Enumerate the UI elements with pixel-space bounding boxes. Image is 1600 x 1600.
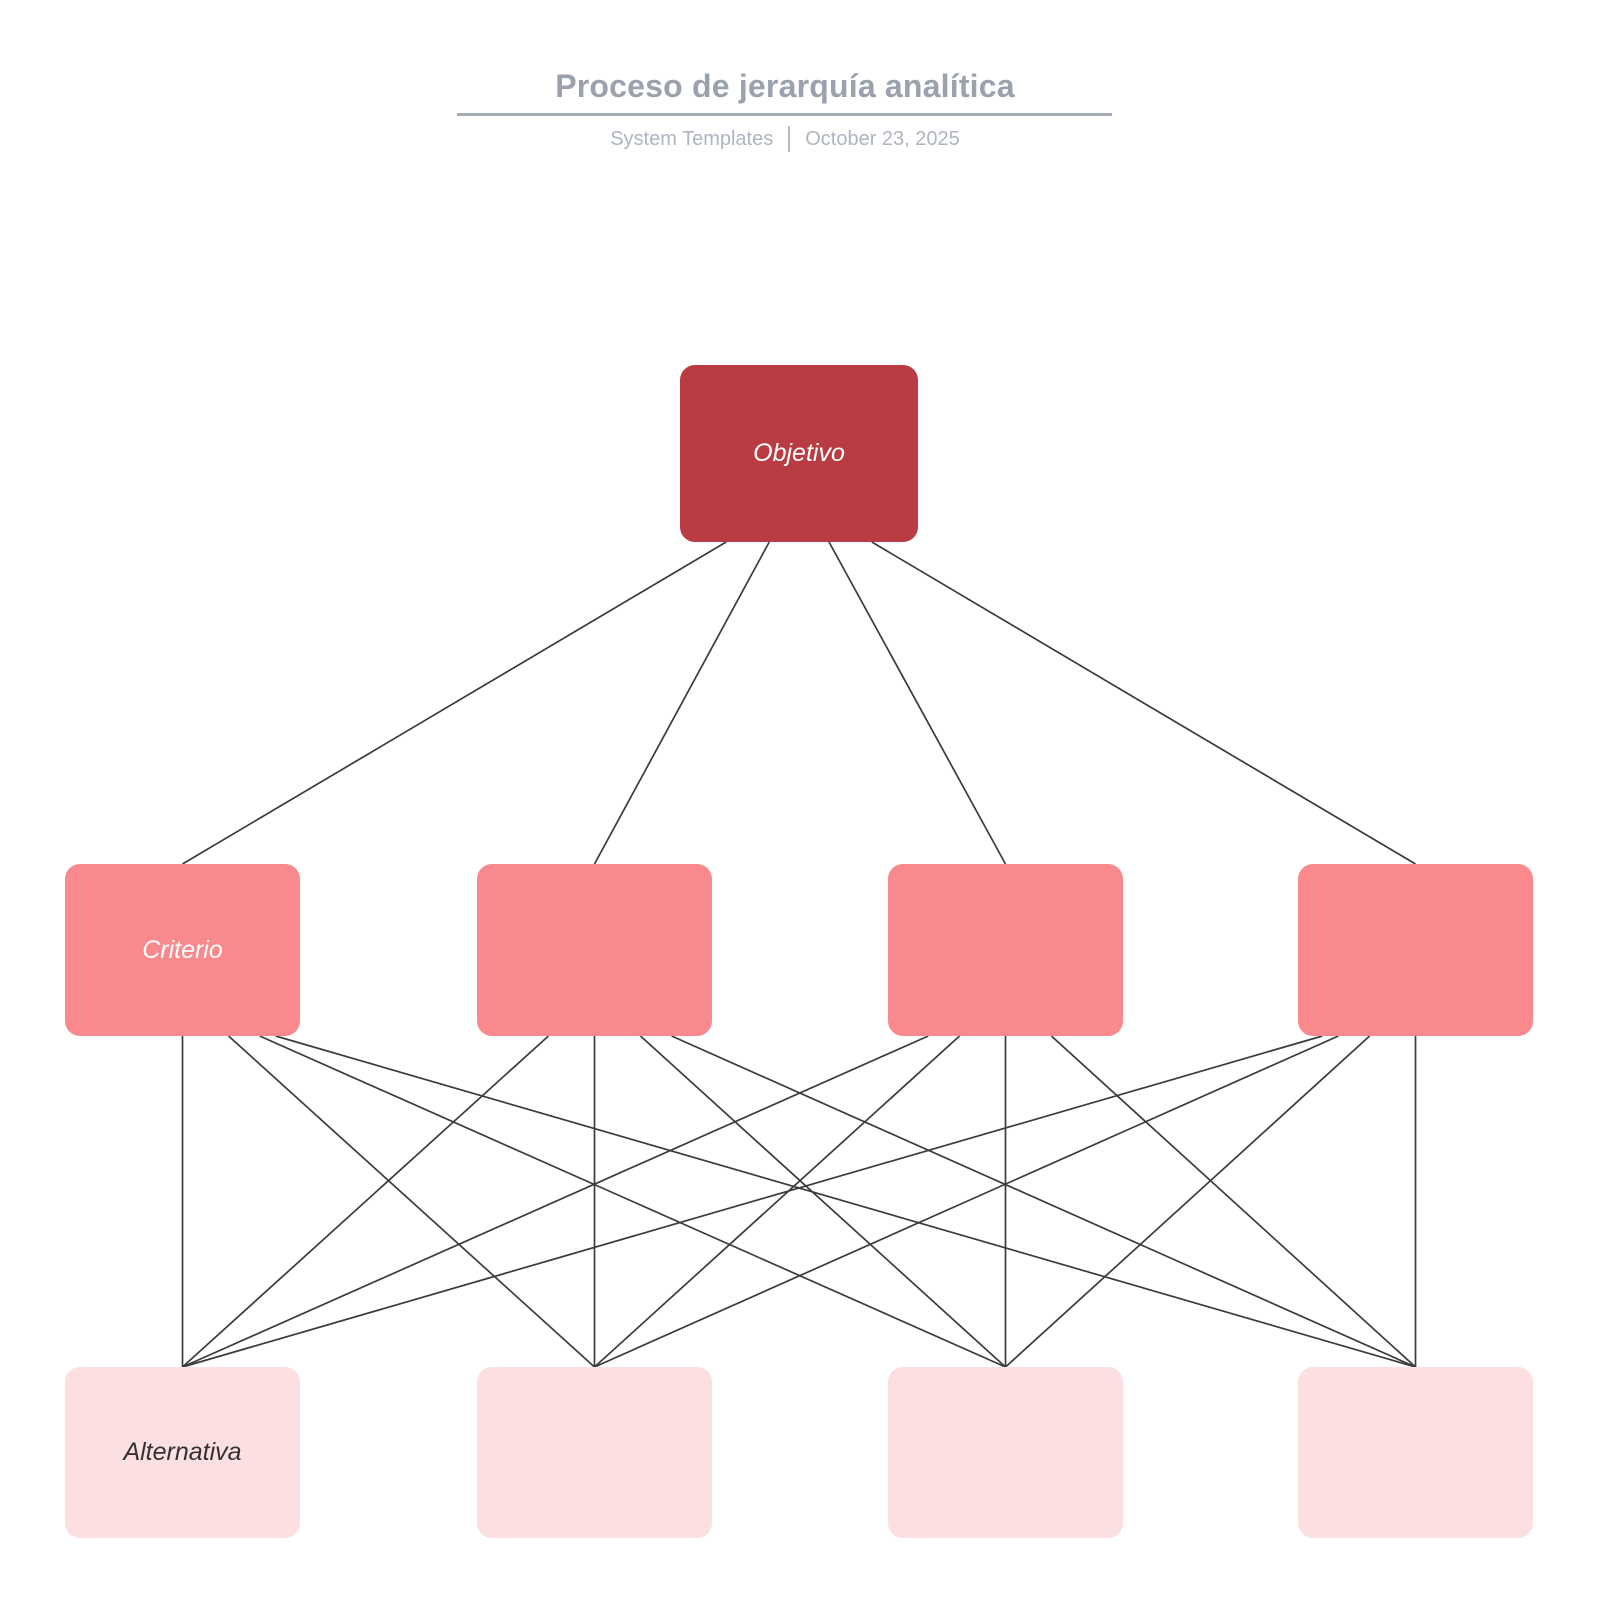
edge-c1-a3 [259, 1035, 1006, 1368]
edge-objetivo-c2 [593, 541, 770, 865]
node-alternativa-4[interactable] [1298, 1367, 1533, 1538]
edge-objetivo-c4 [871, 541, 1416, 865]
node-criterio-1[interactable]: Criterio [65, 864, 300, 1036]
edge-objetivo-c1 [182, 541, 727, 865]
node-criterio-2[interactable] [477, 864, 712, 1036]
node-label: Objetivo [753, 439, 845, 467]
title-divider [457, 113, 1112, 116]
edge-c1-a4 [275, 1035, 1416, 1368]
edge-c3-a4 [1050, 1035, 1417, 1368]
edge-c2-a3 [639, 1035, 1007, 1368]
subtitle-separator [788, 126, 791, 152]
node-label: Criterio [142, 935, 223, 964]
subtitle: System Templates October 23, 2025 [0, 126, 1570, 152]
page-title: Proceso de jerarquía analítica [555, 68, 1015, 104]
node-label: Alternativa [123, 1438, 242, 1466]
edge-c4-a3 [1004, 1035, 1371, 1368]
edge-c4-a1 [182, 1035, 1323, 1368]
node-criterio-3[interactable] [888, 864, 1123, 1036]
edge-c1-a2 [228, 1035, 596, 1368]
node-alternativa-3[interactable] [888, 1367, 1123, 1538]
node-alternativa-1[interactable]: Alternativa [65, 1367, 300, 1538]
node-criterio-4[interactable] [1298, 864, 1533, 1036]
node-objetivo[interactable]: Objetivo [680, 365, 918, 542]
edge-c3-a2 [593, 1035, 961, 1368]
edge-c2-a1 [181, 1035, 549, 1368]
edge-c4-a2 [594, 1035, 1339, 1368]
edge-c2-a4 [671, 1035, 1416, 1368]
edge-c3-a1 [182, 1035, 929, 1368]
date-label: October 23, 2025 [805, 128, 960, 150]
node-alternativa-2[interactable] [477, 1367, 712, 1538]
edge-objetivo-c3 [828, 541, 1007, 865]
byline-label: System Templates [610, 128, 774, 150]
